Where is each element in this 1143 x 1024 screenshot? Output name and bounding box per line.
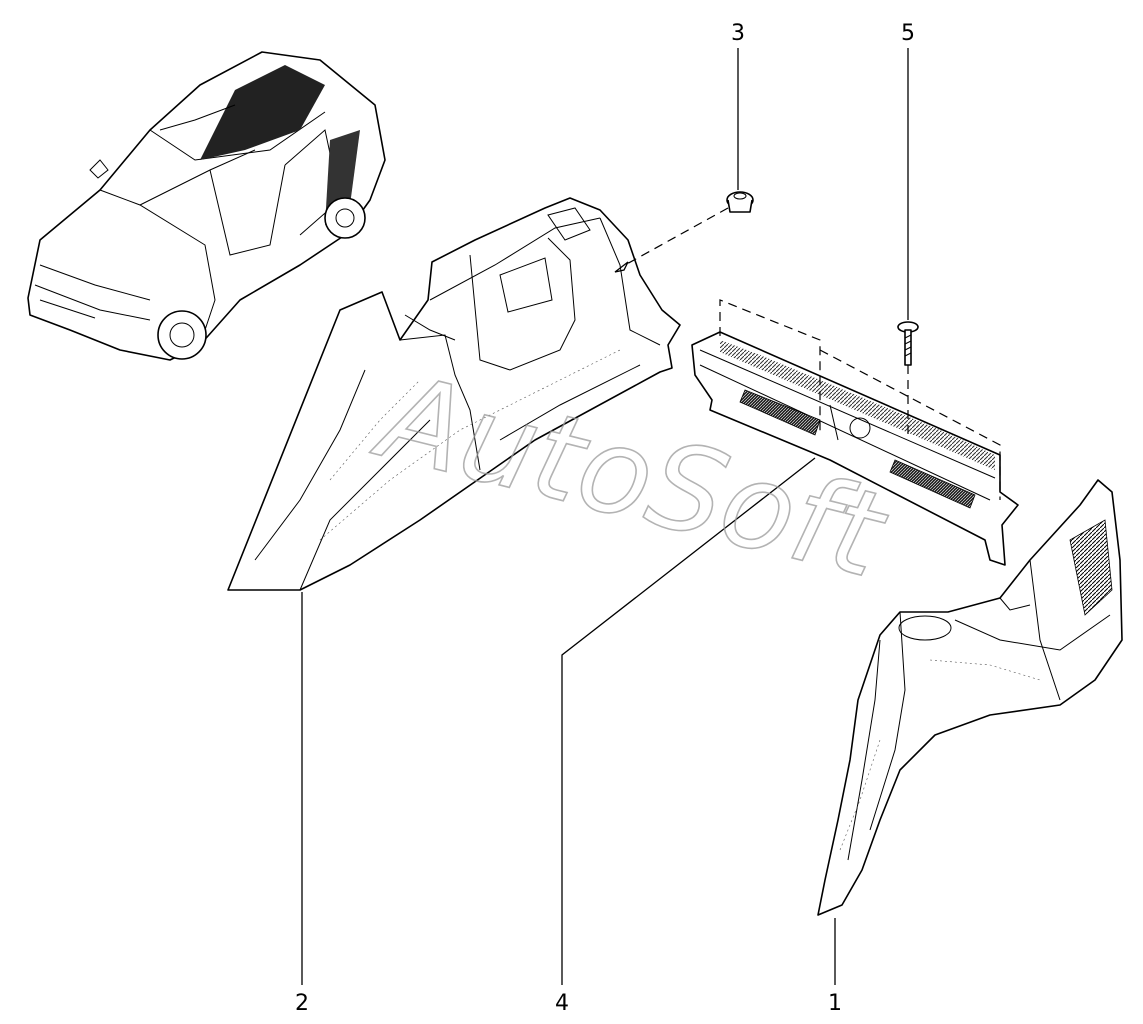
part-5-screw [897, 321, 919, 366]
callout-2: 2 [295, 991, 309, 1016]
callout-4: 4 [555, 991, 569, 1016]
fastener-guide-left [719, 299, 821, 435]
callout-5: 5 [901, 21, 915, 46]
part-1-right-trim-panel [817, 479, 1123, 916]
leader-4 [561, 457, 816, 985]
car-overview-illustration [27, 51, 386, 361]
fastener-guide-right [819, 349, 1001, 500]
leader-3-dashed [624, 207, 729, 266]
leader-lines [301, 48, 1001, 985]
arrow-3 [614, 261, 629, 273]
part-2-left-trim-panel [227, 197, 681, 591]
callout-3: 3 [731, 21, 745, 46]
part-4-rear-sill-trim [691, 331, 1019, 566]
callout-1: 1 [828, 991, 842, 1016]
part-3-clip [726, 191, 754, 213]
